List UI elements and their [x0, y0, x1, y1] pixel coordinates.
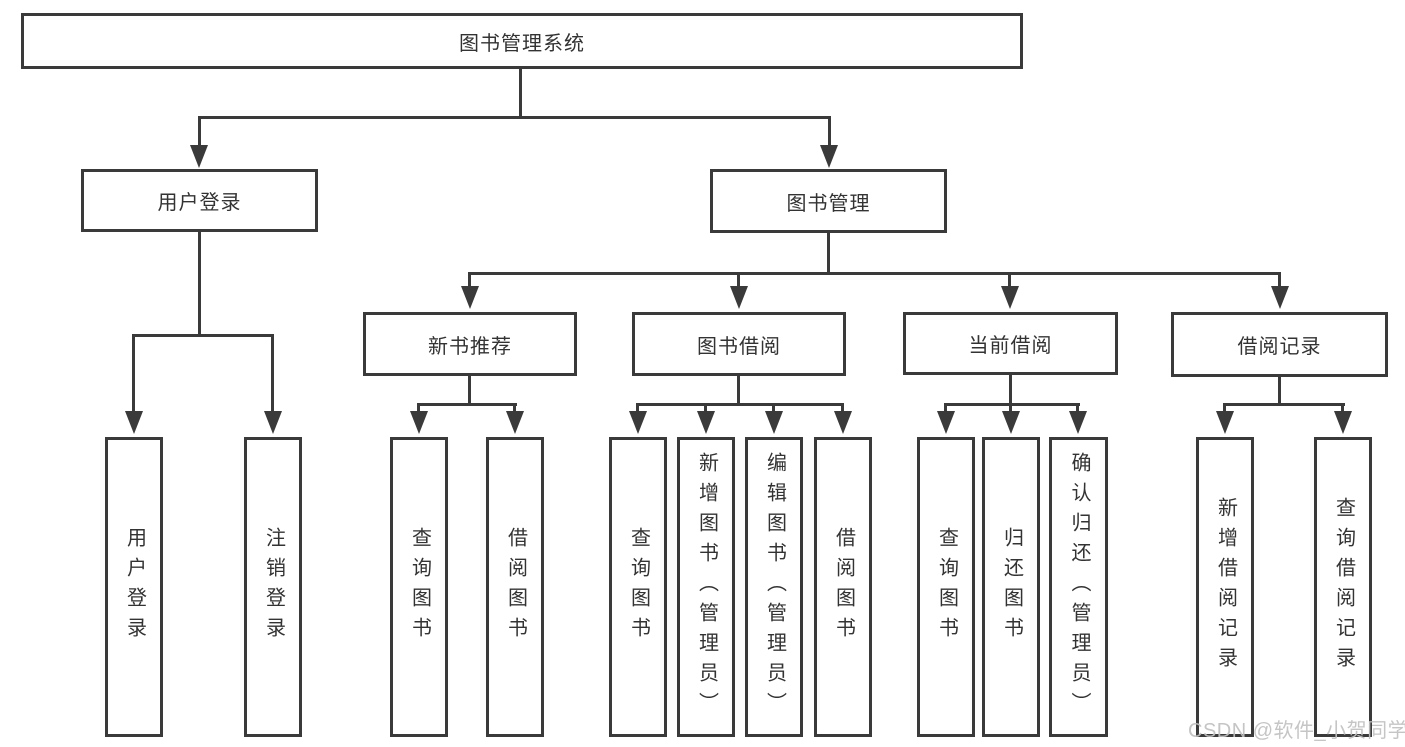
- leaf-current-return-books: 归还图书: [982, 437, 1040, 737]
- connector-line: [468, 272, 1281, 275]
- arrowhead-down-icon: [730, 286, 748, 309]
- connector-line: [132, 334, 274, 337]
- connector-line: [198, 232, 201, 336]
- leaf-records-add-record-label: 新增借阅记录: [1214, 497, 1237, 677]
- leaf-newbook-borrow-books-label: 借阅图书: [504, 527, 527, 647]
- node-new-book-recommend-label: 新书推荐: [428, 335, 512, 358]
- connector-line: [1278, 377, 1281, 405]
- node-library-system-label: 图书管理系统: [459, 32, 585, 55]
- arrowhead-down-icon: [765, 411, 783, 434]
- leaf-logout-login-label: 注销登录: [262, 527, 285, 647]
- leaf-borrow-borrow-books-label: 借阅图书: [832, 527, 855, 647]
- leaf-records-query-record-label: 查询借阅记录: [1332, 497, 1355, 677]
- leaf-logout-login: 注销登录: [244, 437, 302, 737]
- node-user-login: 用户登录: [81, 169, 318, 232]
- connector-line: [519, 69, 522, 117]
- connector-line: [1341, 405, 1344, 413]
- connector-line: [468, 274, 471, 288]
- arrowhead-down-icon: [264, 411, 282, 434]
- connector-line: [944, 403, 1080, 406]
- leaf-borrow-query-books-label: 查询图书: [627, 527, 650, 647]
- connector-line: [704, 405, 707, 413]
- connector-line: [636, 403, 844, 406]
- arrowhead-down-icon: [1216, 411, 1234, 434]
- leaf-borrow-add-books-admin: 新增图书（管理员）: [677, 437, 735, 737]
- node-book-management-label: 图书管理: [786, 192, 871, 215]
- connector-line: [772, 405, 775, 413]
- arrowhead-down-icon: [125, 411, 143, 434]
- connector-line: [841, 405, 844, 413]
- arrowhead-down-icon: [1271, 286, 1289, 309]
- connector-line: [737, 274, 740, 288]
- arrowhead-down-icon: [190, 145, 208, 168]
- connector-line: [1223, 403, 1345, 406]
- leaf-current-confirm-return-admin: 确认归还（管理员）: [1049, 437, 1108, 737]
- leaf-borrow-borrow-books: 借阅图书: [814, 437, 872, 737]
- node-new-book-recommend: 新书推荐: [363, 312, 577, 376]
- node-current-borrowing-label: 当前借阅: [968, 335, 1053, 357]
- arrowhead-down-icon: [1002, 411, 1020, 434]
- leaf-borrow-query-books: 查询图书: [609, 437, 667, 737]
- connector-line: [132, 336, 135, 412]
- connector-line: [944, 405, 947, 413]
- node-library-system: 图书管理系统: [21, 13, 1023, 69]
- arrowhead-down-icon: [1334, 411, 1352, 434]
- connector-line: [198, 116, 830, 119]
- arrowhead-down-icon: [937, 411, 955, 434]
- connector-line: [198, 116, 201, 148]
- connector-line: [1008, 274, 1011, 288]
- arrowhead-down-icon: [461, 286, 479, 309]
- leaf-newbook-borrow-books: 借阅图书: [486, 437, 544, 737]
- leaf-borrow-edit-books-admin-label: 编辑图书（管理员）: [763, 452, 786, 722]
- node-book-borrowing-label: 图书借阅: [697, 335, 781, 358]
- connector-line: [1076, 405, 1079, 413]
- arrowhead-down-icon: [1001, 286, 1019, 309]
- arrowhead-down-icon: [629, 411, 647, 434]
- arrowhead-down-icon: [1069, 411, 1087, 434]
- connector-line: [636, 405, 639, 413]
- leaf-current-confirm-return-admin-label: 确认归还（管理员）: [1068, 452, 1090, 722]
- arrowhead-down-icon: [697, 411, 715, 434]
- leaf-newbook-query-books-label: 查询图书: [408, 527, 431, 647]
- leaf-user-login: 用户登录: [105, 437, 163, 737]
- connector-line: [1009, 405, 1012, 413]
- node-book-management: 图书管理: [710, 169, 947, 233]
- node-book-borrowing: 图书借阅: [632, 312, 846, 376]
- node-current-borrowing: 当前借阅: [903, 312, 1118, 375]
- arrowhead-down-icon: [410, 411, 428, 434]
- leaf-records-add-record: 新增借阅记录: [1196, 437, 1254, 737]
- connector-line: [1278, 274, 1281, 288]
- connector-line: [828, 116, 831, 148]
- leaf-current-query-books: 查询图书: [917, 437, 975, 737]
- connector-line: [1223, 405, 1226, 413]
- connector-line: [513, 405, 516, 413]
- connector-line: [827, 233, 830, 274]
- connector-line: [737, 376, 740, 405]
- leaf-records-query-record: 查询借阅记录: [1314, 437, 1372, 737]
- watermark: CSDN @软件_小贺同学: [1188, 720, 1405, 742]
- leaf-borrow-add-books-admin-label: 新增图书（管理员）: [695, 452, 718, 722]
- leaf-user-login-label: 用户登录: [123, 527, 146, 647]
- leaf-current-return-books-label: 归还图书: [1000, 527, 1023, 647]
- connector-line: [271, 336, 274, 412]
- arrowhead-down-icon: [506, 411, 524, 434]
- connector-line: [1009, 375, 1012, 405]
- leaf-borrow-edit-books-admin: 编辑图书（管理员）: [745, 437, 803, 737]
- connector-line: [417, 403, 517, 406]
- node-borrowing-records: 借阅记录: [1171, 312, 1388, 377]
- node-borrowing-records-label: 借阅记录: [1237, 336, 1322, 358]
- node-user-login-label: 用户登录: [157, 192, 242, 214]
- arrowhead-down-icon: [820, 145, 838, 168]
- connector-line: [417, 405, 420, 413]
- arrowhead-down-icon: [834, 411, 852, 434]
- leaf-newbook-query-books: 查询图书: [390, 437, 448, 737]
- leaf-current-query-books-label: 查询图书: [935, 527, 958, 647]
- connector-line: [468, 376, 471, 405]
